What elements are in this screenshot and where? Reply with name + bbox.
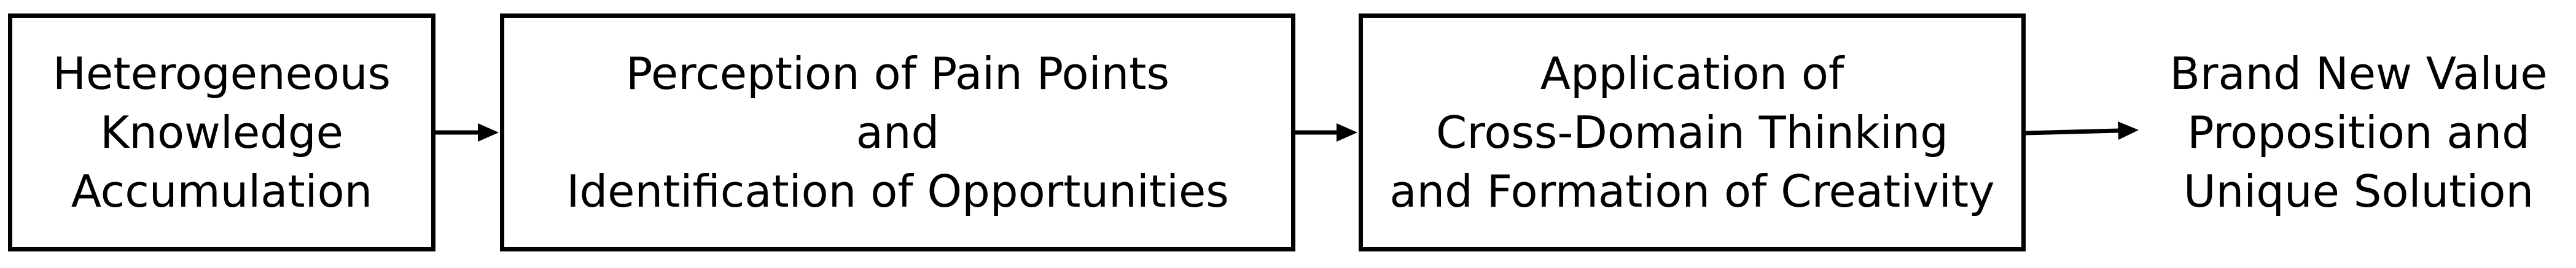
step-1-line-1: Heterogeneous (52, 48, 391, 99)
step-3-line-1: Application of (1540, 48, 1844, 99)
arrow-step-2-to-3 (1295, 123, 1357, 142)
step-2-line-1: Perception of Pain Points (626, 48, 1169, 99)
step-box-pain-points: Perception of Pain Points and Identifica… (500, 13, 1295, 251)
arrow-step-3-to-outcome (2025, 121, 2139, 140)
outcome-text: Brand New Value Proposition and Unique S… (2144, 13, 2574, 251)
step-2-line-2: and (856, 107, 940, 158)
step-1-line-2: Knowledge (100, 107, 343, 158)
step-2-line-3: Identification of Opportunities (566, 166, 1229, 217)
step-3-line-2: Cross-Domain Thinking (1436, 107, 1948, 158)
outcome-line-3: Unique Solution (2183, 166, 2534, 217)
arrow-step-1-to-2 (435, 123, 499, 142)
step-box-knowledge-accumulation: Heterogeneous Knowledge Accumulation (8, 13, 435, 251)
outcome-line-1: Brand New Value (2169, 48, 2548, 99)
step-3-line-3: and Formation of Creativity (1389, 166, 1995, 217)
outcome-line-2: Proposition and (2187, 107, 2530, 158)
step-1-line-3: Accumulation (71, 166, 373, 217)
step-box-cross-domain-thinking: Application of Cross-Domain Thinking and… (1359, 13, 2026, 251)
